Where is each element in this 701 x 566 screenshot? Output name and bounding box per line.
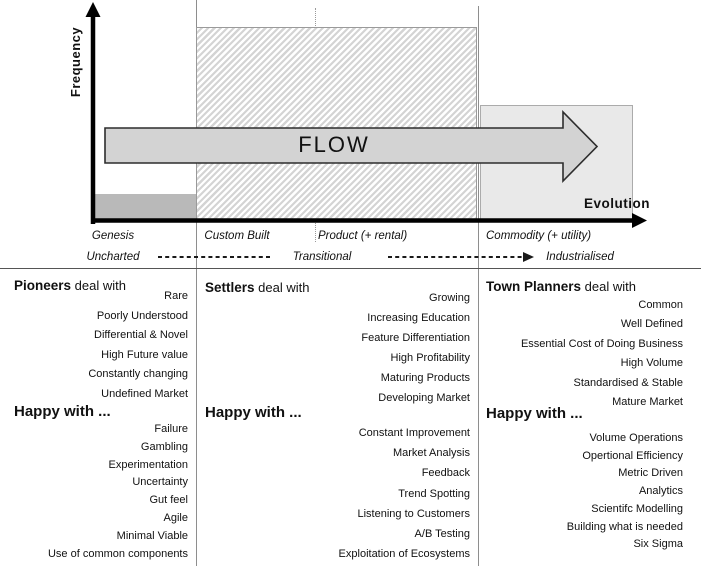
list-item: Failure xyxy=(154,423,188,435)
stage-label-product: Product (+ rental) xyxy=(318,230,408,242)
list-item: Common xyxy=(638,299,683,311)
list-item: Rare xyxy=(164,290,188,302)
town-planners-heading: Town Planners deal with xyxy=(486,279,636,294)
list-item: Constant Improvement xyxy=(358,427,470,439)
list-item: Exploitation of Ecosystems xyxy=(338,548,470,561)
list-item: High Profitability xyxy=(390,352,470,364)
list-item: High Future value xyxy=(101,348,188,361)
town-planners-heading-name: Town Planners xyxy=(486,279,582,294)
list-item: Analytics xyxy=(638,485,683,498)
stage-label-genesis: Genesis xyxy=(91,230,135,242)
list-item: Trend Spotting xyxy=(398,487,470,500)
list-item: Market Analysis xyxy=(392,447,470,460)
list-item: Feature Differentiation xyxy=(361,332,470,344)
list-item: Use of common components xyxy=(47,547,188,560)
list-item: Essential Cost of Doing Business xyxy=(520,337,683,350)
list-item: Agile xyxy=(163,511,188,524)
settlers-heading-suffix: deal with xyxy=(254,280,310,295)
flow-label: FLOW xyxy=(298,132,370,157)
list-item: Six Sigma xyxy=(633,538,683,551)
pioneers-heading-suffix: deal with xyxy=(71,278,126,293)
column-divider-left xyxy=(196,0,197,566)
list-item: Gut feel xyxy=(149,494,188,507)
list-item: Uncertainty xyxy=(132,476,188,489)
list-item: Constantly changing xyxy=(88,368,188,381)
phase-label-uncharted: Uncharted xyxy=(86,251,140,263)
list-item: Increasing Education xyxy=(367,312,470,324)
list-item: Building what is needed xyxy=(566,520,683,533)
pioneers-heading: Pioneers deal with xyxy=(14,278,126,293)
list-item: Mature Market xyxy=(612,396,683,409)
list-item: Feedback xyxy=(421,467,470,480)
list-item: High Volume xyxy=(620,357,683,370)
list-item: Volume Operations xyxy=(589,432,683,444)
list-item: Developing Market xyxy=(378,392,470,404)
evolution-axis-label: Evolution xyxy=(584,196,650,211)
list-item: Growing xyxy=(429,292,470,304)
phase-label-transitional: Transitional xyxy=(292,251,352,263)
frequency-axis-label: Frequency xyxy=(68,26,83,98)
list-item: Experimentation xyxy=(108,458,189,471)
list-item: Metric Driven xyxy=(618,467,683,480)
town-planners-heading-suffix: deal with xyxy=(581,279,636,294)
list-item: Gambling xyxy=(140,440,188,453)
list-item: Differential & Novel xyxy=(94,329,188,342)
settlers-heading: Settlers deal with xyxy=(205,280,309,295)
settlers-heading-name: Settlers xyxy=(205,280,255,295)
list-item: Maturing Products xyxy=(380,372,470,384)
list-item: A/B Testing xyxy=(414,528,470,541)
list-item: Scientifc Modelling xyxy=(591,502,683,515)
genesis-bar xyxy=(93,194,196,222)
list-item: Poorly Understood xyxy=(96,309,188,322)
frequency-axis-arrowhead xyxy=(85,2,101,17)
section-separator xyxy=(0,268,701,269)
settlers-happy-heading: Happy with ... xyxy=(205,404,302,421)
list-item: Standardised & Stable xyxy=(573,376,683,389)
pioneers-heading-name: Pioneers xyxy=(14,278,72,293)
list-item: Well Defined xyxy=(620,318,683,331)
list-item: Listening to Customers xyxy=(357,507,471,520)
phase-label-industrialised: Industrialised xyxy=(546,251,614,263)
town-planners-happy-heading: Happy with ... xyxy=(486,405,583,422)
list-item: Opertional Efficiency xyxy=(582,449,683,462)
list-item: Minimal Viable xyxy=(116,529,188,542)
pioneers-happy-heading: Happy with ... xyxy=(14,403,111,420)
hatched-region xyxy=(196,27,477,222)
stage-label-custom-built: Custom Built xyxy=(204,230,270,242)
column-divider-right xyxy=(478,6,479,566)
list-item: Undefined Market xyxy=(101,387,188,400)
stage-label-commodity: Commodity (+ utility) xyxy=(486,230,592,242)
evolution-axis-arrowhead xyxy=(632,213,647,228)
